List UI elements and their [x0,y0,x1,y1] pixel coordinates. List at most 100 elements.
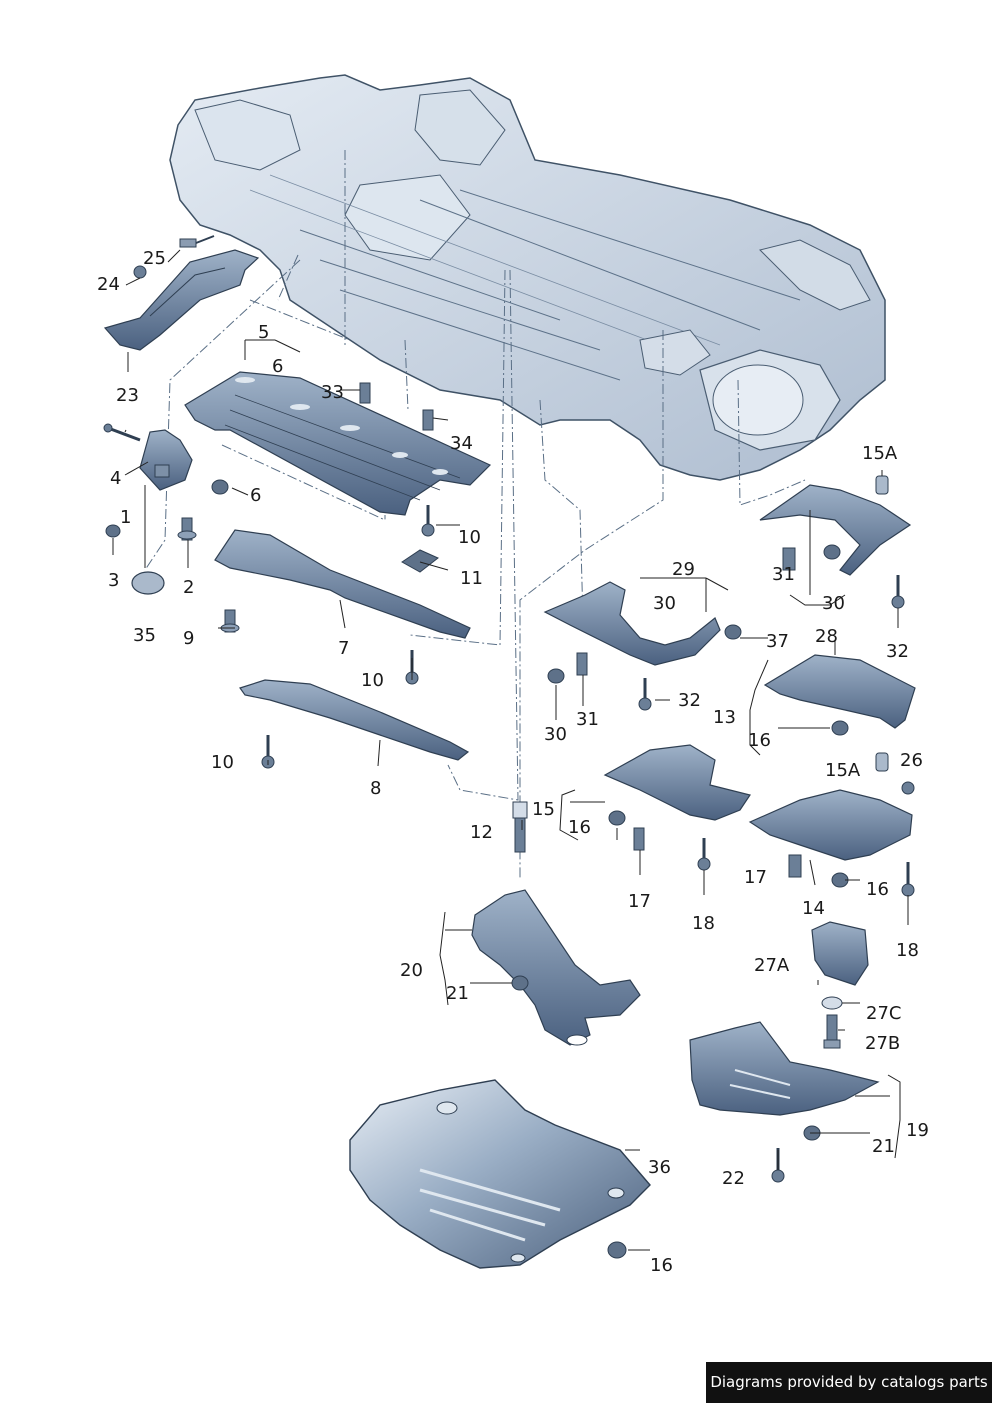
bolt-screw [103,423,141,442]
part-36-engine-undertray [349,1079,651,1269]
callout-17a: 17 [628,891,651,912]
callout-34: 34 [450,433,473,454]
part-17-clip-b [788,854,802,878]
part-29-panel [543,581,721,666]
callout-29: 29 [672,559,695,580]
callout-27A: 27A [754,955,790,976]
callout-15A-lower: 15A [825,760,861,781]
part-33-clip [359,382,371,404]
callout-28: 28 [815,626,838,647]
car-underbody [169,74,886,481]
callout-13: 13 [713,707,736,728]
callout-6a: 6 [272,356,284,377]
callout-10b: 10 [361,670,384,691]
callout-14: 14 [802,898,825,919]
callout-24: 24 [97,274,120,295]
part-1-nut [105,524,121,538]
part-32-screw-left [638,678,652,711]
callout-16c: 16 [866,879,889,900]
part-10-screw-upper [421,505,435,537]
part-31-clip-left [576,652,588,676]
callout-21b: 21 [872,1136,895,1157]
part-25-bolt [179,235,215,248]
part-35-plug [131,571,165,595]
callout-37: 37 [766,631,789,652]
part-16-nut-b [608,810,626,826]
part-11-clip [401,549,439,573]
callout-15A-upper: 15A [862,443,898,464]
part-8-sill-panel [239,679,470,761]
callout-35: 35 [133,625,156,646]
callout-18b: 18 [896,940,919,961]
part-5-undertray-panel [184,371,492,516]
callout-19: 19 [906,1120,929,1141]
part-19-panel [689,1021,880,1116]
part-23-bracket [103,249,260,351]
part-34-clip [422,409,434,431]
part-16-nut-d [607,1241,627,1259]
callout-1: 1 [120,507,132,528]
callout-7: 7 [338,638,350,659]
callout-31b: 31 [772,564,795,585]
part-9-clip [220,609,240,633]
provider-credit-banner: Diagrams provided by catalogs parts [706,1362,992,1403]
part-28-panel [763,654,916,729]
callout-30b: 30 [544,724,567,745]
callout-3: 3 [108,570,120,591]
part-4-bracket [139,429,193,491]
callout-20: 20 [400,960,423,981]
callout-32a: 32 [678,690,701,711]
callout-16a: 16 [748,730,771,751]
callout-30a: 30 [653,593,676,614]
part-21-nut-a [511,975,529,991]
callout-27B: 27B [865,1033,901,1054]
part-37-nut [724,624,742,640]
leader-lines [112,249,909,1251]
callout-27C: 27C [866,1003,902,1024]
callout-21a: 21 [446,983,469,1004]
callout-23: 23 [116,385,139,406]
part-18-screw-b [901,862,915,897]
callout-17b: 17 [744,867,767,888]
callout-31a: 31 [576,709,599,730]
callout-32b: 32 [886,641,909,662]
part-middle-panel [603,744,751,821]
callout-33: 33 [321,382,344,403]
callout-4: 4 [110,468,122,489]
callout-11: 11 [460,568,483,589]
callout-26: 26 [900,750,923,771]
callout-5: 5 [258,322,270,343]
part-15A-clip-upper [875,475,889,495]
part-18-screw-a [697,838,711,871]
part-26-nut [901,781,915,795]
callout-30c: 30 [822,593,845,614]
part-30-right-panel [759,484,912,576]
callout-12: 12 [470,822,493,843]
part-32-screw-right [891,575,905,609]
callout-9: 9 [183,628,195,649]
callout-36: 36 [648,1157,671,1178]
part-15A-clip-lower [875,752,889,772]
part-27B-bolt [823,1014,841,1049]
part-17-clip-a [633,827,645,851]
callout-25: 25 [143,248,166,269]
callout-22: 22 [722,1168,745,1189]
part-14-panel [748,789,913,861]
callout-8: 8 [370,778,382,799]
part-2-clip [177,517,197,541]
part-12-stud [512,801,528,853]
part-31-clip-right [782,547,796,571]
callout-2: 2 [183,577,195,598]
callout-10c: 10 [211,752,234,773]
callout-10a: 10 [458,527,481,548]
callout-6b: 6 [250,485,262,506]
part-16-nut-a [831,720,849,736]
part-27C-washer [821,996,843,1010]
callout-16d: 16 [650,1255,673,1276]
callout-18a: 18 [692,913,715,934]
part-7-side-panel [214,529,471,639]
part-30-nut-left [547,668,565,684]
part-20-panel [471,889,641,1046]
part-30-nut-right [823,544,841,560]
